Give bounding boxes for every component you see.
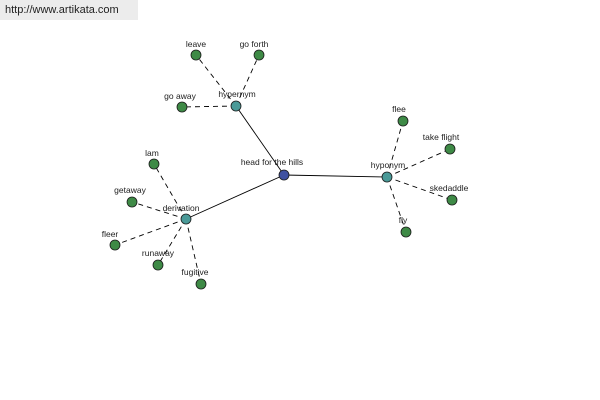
term-label-runaway[interactable]: runaway	[142, 248, 175, 258]
term-label-fly[interactable]: fly	[399, 215, 408, 225]
term-node-go-forth[interactable]	[253, 49, 265, 61]
term-node-lam[interactable]	[148, 158, 160, 170]
term-node-getaway[interactable]	[126, 196, 138, 208]
term-label-go-away[interactable]: go away	[164, 91, 196, 101]
edge-center-hypernym	[235, 105, 285, 176]
term-label-getaway[interactable]: getaway	[114, 185, 146, 195]
term-node-skedaddle[interactable]	[446, 194, 458, 206]
edge-hyponym-take-flight	[386, 148, 451, 178]
edge-hypernym-leave	[195, 54, 237, 107]
url-bar: http://www.artikata.com	[0, 0, 138, 20]
edge-derivation-runaway	[157, 218, 187, 266]
center-node[interactable]	[278, 169, 290, 181]
site-url[interactable]: http://www.artikata.com	[5, 4, 119, 16]
center-label[interactable]: head for the hills	[241, 157, 303, 167]
edge-hypernym-go-forth	[235, 54, 260, 107]
term-label-fleer[interactable]: fleer	[102, 229, 119, 239]
term-node-take-flight[interactable]	[444, 143, 456, 155]
term-label-go-forth[interactable]: go forth	[240, 39, 269, 49]
term-node-fugitive[interactable]	[195, 278, 207, 290]
relation-node-hypernym[interactable]	[230, 100, 242, 112]
edge-derivation-lam	[153, 163, 187, 220]
term-label-leave[interactable]: leave	[186, 39, 207, 49]
term-node-flee[interactable]	[397, 115, 409, 127]
term-label-skedaddle[interactable]: skedaddle	[430, 183, 469, 193]
term-node-fly[interactable]	[400, 226, 412, 238]
relation-node-hyponym[interactable]	[381, 171, 393, 183]
term-node-runaway[interactable]	[152, 259, 164, 271]
term-node-fleer[interactable]	[109, 239, 121, 251]
relation-label-derivation[interactable]: derivation	[163, 203, 200, 213]
term-node-go-away[interactable]	[176, 101, 188, 113]
term-node-leave[interactable]	[190, 49, 202, 61]
relation-label-hyponym[interactable]: hyponym	[371, 160, 406, 170]
edge-hyponym-fly	[386, 176, 407, 233]
edge-derivation-fugitive	[185, 218, 202, 285]
edge-hyponym-skedaddle	[386, 176, 453, 201]
term-label-take-flight[interactable]: take flight	[423, 132, 460, 142]
edge-hyponym-flee	[386, 120, 404, 178]
edge-center-derivation	[185, 174, 285, 220]
edge-center-hyponym	[283, 174, 388, 178]
edge-derivation-fleer	[114, 218, 187, 246]
edge-hypernym-go-away	[181, 105, 237, 108]
term-label-lam[interactable]: lam	[145, 148, 159, 158]
relation-label-hypernym[interactable]: hypernym	[218, 89, 255, 99]
edge-derivation-getaway	[131, 201, 187, 220]
term-label-fugitive[interactable]: fugitive	[182, 267, 209, 277]
relation-node-derivation[interactable]	[180, 213, 192, 225]
term-label-flee[interactable]: flee	[392, 104, 406, 114]
